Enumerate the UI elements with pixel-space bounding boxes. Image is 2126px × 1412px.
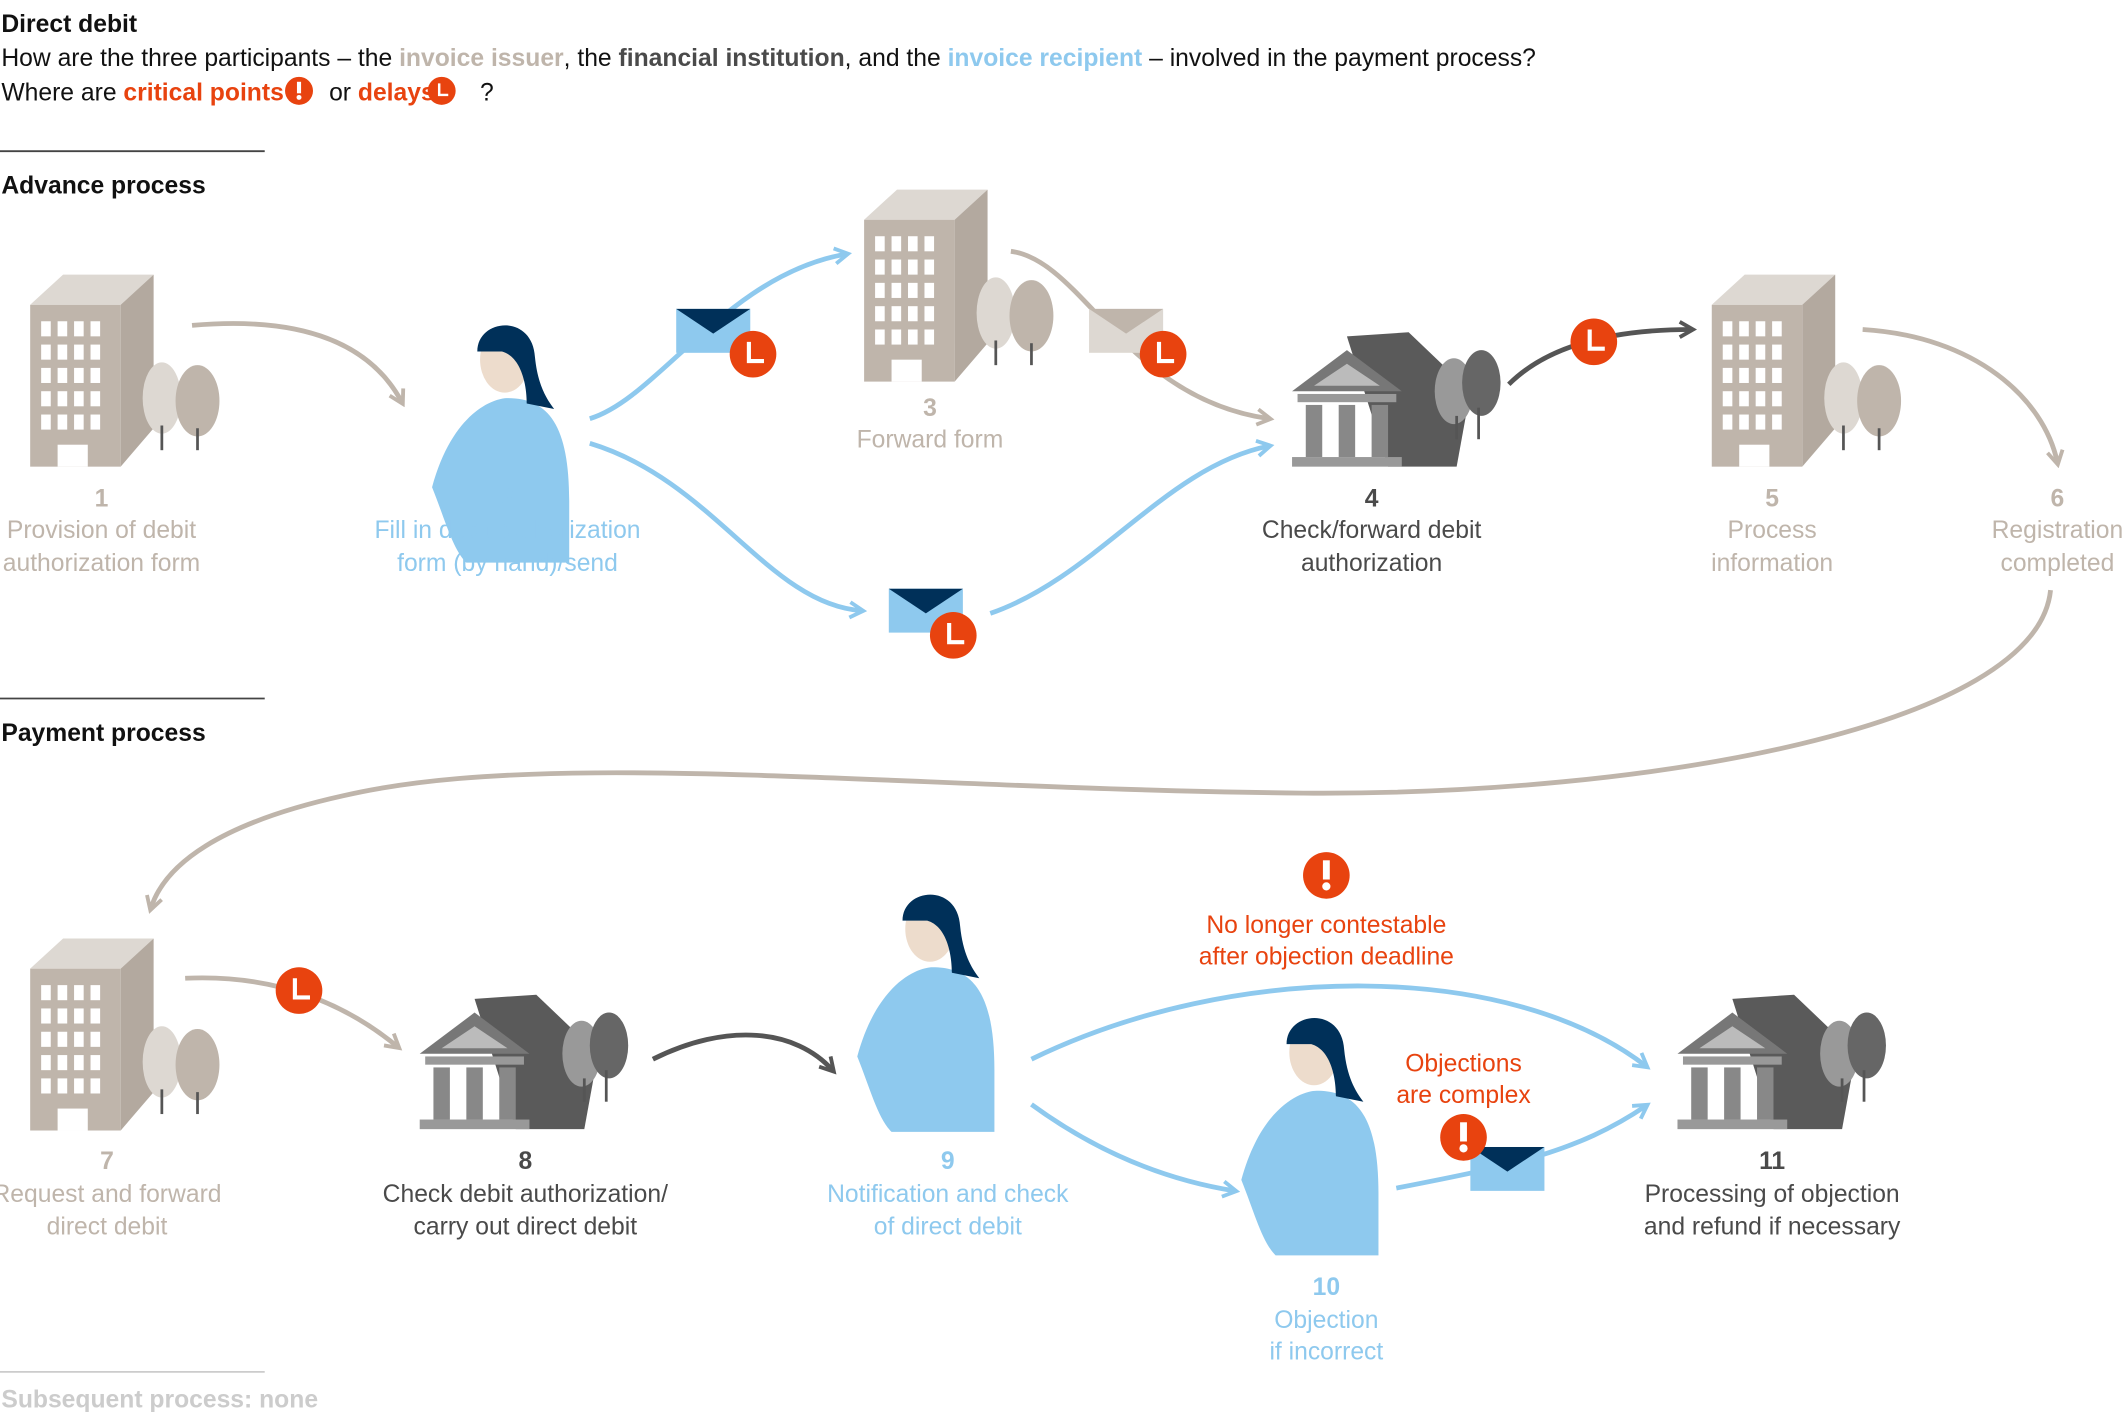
section-advance-process: Advance process bbox=[1, 173, 205, 200]
envelope-icon bbox=[1470, 1146, 1545, 1191]
section-subsequent-process: Subsequent process: none bbox=[1, 1387, 318, 1412]
svg-text:1: 1 bbox=[95, 485, 109, 512]
svg-text:are complex: are complex bbox=[1396, 1082, 1531, 1109]
svg-text:carry out direct debit: carry out direct debit bbox=[414, 1214, 638, 1241]
step-6: 6 Registration completed bbox=[1992, 485, 2124, 576]
invoice-recipient-person-icon bbox=[1241, 1018, 1379, 1256]
legend-critical-points: critical points bbox=[123, 79, 283, 106]
legend-invoice-issuer: invoice issuer bbox=[399, 45, 564, 72]
svg-text:Provision of debit: Provision of debit bbox=[7, 517, 196, 544]
delay-clock-icon bbox=[1570, 319, 1617, 366]
svg-text:2: 2 bbox=[501, 485, 515, 512]
bank-icon bbox=[1290, 330, 1502, 469]
step-2: 2 Fill in debit authorization form (by h… bbox=[374, 485, 640, 576]
svg-text:10: 10 bbox=[1313, 1274, 1340, 1301]
invoice-issuer-building-icon bbox=[28, 937, 221, 1132]
arrow-2-to-mail bbox=[589, 441, 868, 620]
svg-text:form (by hand)/send: form (by hand)/send bbox=[397, 550, 618, 577]
svg-text:authorization: authorization bbox=[1301, 550, 1442, 577]
step-9: 9 Notification and check of direct debit bbox=[827, 1148, 1069, 1241]
svg-text:Fill in debit authorization: Fill in debit authorization bbox=[374, 517, 640, 544]
svg-text:9: 9 bbox=[941, 1148, 955, 1175]
svg-text:Objections: Objections bbox=[1405, 1051, 1522, 1078]
svg-text:of direct debit: of direct debit bbox=[874, 1214, 1022, 1241]
delay-clock-icon bbox=[426, 75, 457, 107]
legend-financial-institution: financial institution bbox=[619, 45, 845, 72]
delay-clock-icon bbox=[1140, 331, 1187, 378]
svg-text:7: 7 bbox=[100, 1148, 114, 1175]
svg-text:11: 11 bbox=[1759, 1148, 1785, 1175]
svg-text:Check/forward debit: Check/forward debit bbox=[1262, 517, 1482, 544]
svg-text:Registration: Registration bbox=[1992, 517, 2124, 544]
arrow-9-to-11 bbox=[1030, 983, 1651, 1070]
note-objection-deadline: No longer contestable after objection de… bbox=[1199, 912, 1454, 971]
invoice-issuer-building-icon bbox=[1710, 273, 1903, 469]
svg-text:3: 3 bbox=[923, 395, 937, 422]
critical-point-icon bbox=[285, 76, 314, 105]
step-11: 11 Processing of objection and refund if… bbox=[1644, 1148, 1901, 1241]
invoice-issuer-building-icon bbox=[862, 188, 1055, 383]
svg-text:Request and forward: Request and forward bbox=[0, 1181, 222, 1208]
svg-text:if incorrect: if incorrect bbox=[1269, 1339, 1383, 1366]
note-objections-complex: Objections are complex bbox=[1396, 1051, 1531, 1110]
step-8: 8 Check debit authorization/ carry out d… bbox=[383, 1148, 668, 1241]
legend-delays: delays bbox=[358, 79, 435, 106]
legend-invoice-recipient: invoice recipient bbox=[948, 45, 1143, 72]
svg-text:after objection deadline: after objection deadline bbox=[1199, 944, 1454, 971]
delay-clock-icon bbox=[930, 612, 977, 659]
arrow-mail-to-4 bbox=[989, 438, 1275, 616]
question-critical: Where are critical points or delays ? bbox=[1, 79, 493, 106]
arrow-6-to-7 bbox=[145, 589, 2053, 914]
svg-text:Check debit authorization/: Check debit authorization/ bbox=[383, 1181, 668, 1208]
page-title: Direct debit bbox=[1, 11, 137, 38]
svg-text:completed: completed bbox=[2000, 550, 2114, 577]
invoice-issuer-building-icon bbox=[28, 273, 221, 469]
svg-text:8: 8 bbox=[518, 1148, 532, 1175]
svg-text:4: 4 bbox=[1365, 485, 1379, 512]
critical-point-icon bbox=[1303, 852, 1350, 899]
svg-text:Forward form: Forward form bbox=[857, 426, 1004, 453]
svg-text:Process: Process bbox=[1728, 517, 1817, 544]
step-10: 10 Objection if incorrect bbox=[1269, 1274, 1383, 1365]
svg-text:direct debit: direct debit bbox=[47, 1214, 168, 1241]
delay-clock-icon bbox=[276, 967, 323, 1014]
svg-text:Processing of objection: Processing of objection bbox=[1645, 1181, 1900, 1208]
svg-text:No longer contestable: No longer contestable bbox=[1206, 912, 1446, 939]
arrow-1-to-2 bbox=[191, 321, 406, 408]
svg-text:Notification and check: Notification and check bbox=[827, 1181, 1069, 1208]
delay-clock-icon bbox=[730, 331, 777, 378]
arrow-9-to-10 bbox=[1030, 1102, 1241, 1199]
bank-icon bbox=[1676, 993, 1888, 1131]
arrow-5-to-6 bbox=[1862, 327, 2065, 469]
step-7: 7 Request and forward direct debit bbox=[0, 1148, 222, 1241]
svg-text:information: information bbox=[1711, 550, 1833, 577]
step-1: 1 Provision of debit authorization form bbox=[3, 485, 200, 576]
arrow-8-to-9 bbox=[651, 1032, 837, 1075]
svg-text:and refund if necessary: and refund if necessary bbox=[1644, 1214, 1901, 1241]
step-3: 3 Forward form bbox=[857, 395, 1004, 454]
svg-text:Objection: Objection bbox=[1274, 1307, 1378, 1334]
invoice-recipient-person-icon bbox=[857, 894, 995, 1132]
section-payment-process: Payment process bbox=[1, 720, 205, 747]
critical-point-icon bbox=[1440, 1114, 1487, 1161]
question-participants: How are the three participants – the inv… bbox=[1, 45, 1536, 72]
svg-text:authorization form: authorization form bbox=[3, 550, 200, 577]
step-4: 4 Check/forward debit authorization bbox=[1262, 485, 1482, 576]
step-5: 5 Process information bbox=[1711, 485, 1833, 576]
bank-icon bbox=[418, 993, 630, 1131]
svg-text:6: 6 bbox=[2051, 485, 2065, 512]
svg-text:5: 5 bbox=[1765, 485, 1779, 512]
